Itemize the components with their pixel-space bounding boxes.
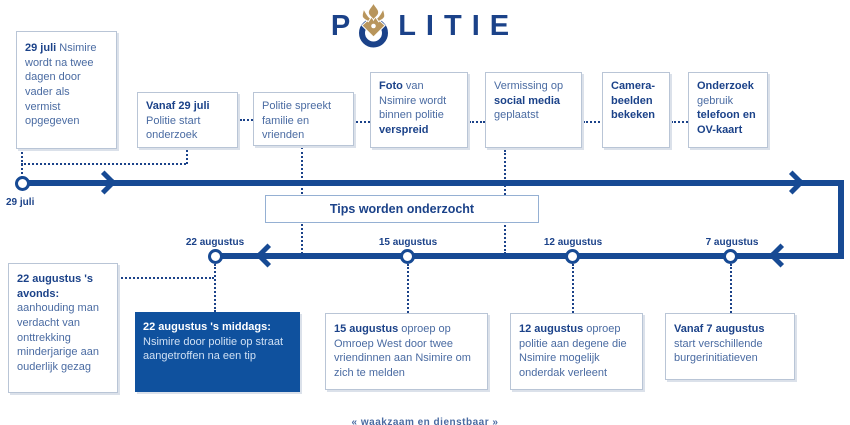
event-box-vanaf-29-juli: Vanaf 29 juli Politie start onderzoek	[137, 92, 238, 148]
arrow-right-icon	[780, 170, 805, 195]
timeline-top-line	[22, 180, 844, 186]
tagline: « waakzaam en dienstbaar »	[351, 417, 499, 425]
connector-box2-box3	[240, 119, 253, 121]
timeline-node-29-juli	[15, 176, 30, 191]
connector-node12-boxD	[572, 264, 574, 313]
connector-box4-box5	[469, 121, 485, 123]
event-box-camerabeelden: Camera-beelden bekeken	[602, 72, 670, 148]
connector-node7-boxE	[730, 264, 732, 313]
politie-flame-icon	[359, 3, 389, 48]
connector-box3-box4	[356, 121, 370, 123]
date-label-29-juli: 29 juli	[6, 197, 35, 208]
date-label-15-aug: 15 augustus	[378, 237, 438, 248]
connector-box5-box6	[583, 121, 600, 123]
event-box-onderzoek-telefoon: Onderzoek gebruik telefoon en OV-kaart	[688, 72, 768, 148]
event-box-foto-verspreid: Foto van Nsimire wordt binnen politie ve…	[370, 72, 468, 148]
connector-box2-elbow	[21, 163, 186, 165]
connector-box6-box7	[671, 121, 688, 123]
event-box-12-aug: 12 augustus oproep politie aan degene di…	[510, 313, 643, 390]
arrow-right-icon	[92, 170, 117, 195]
event-box-politie-spreekt: Politie spreekt familie en vrienden	[253, 92, 354, 146]
timeline-node-12-aug	[565, 249, 580, 264]
event-box-social-media: Vermissing op social media geplaatst	[485, 72, 582, 148]
timeline-node-7-aug	[723, 249, 738, 264]
connector-node22-boxA	[118, 277, 214, 279]
timeline-node-15-aug	[400, 249, 415, 264]
tips-onderzocht-box: Tips worden onderzocht	[265, 195, 539, 223]
connector-box2-down	[186, 147, 188, 164]
event-box-22-aug-avond: 22 augustus 's avonds: aanhouding man ve…	[8, 263, 118, 393]
event-box-22-aug-middag: 22 augustus 's middags: Nsimire door pol…	[135, 312, 300, 392]
timeline-node-22-aug	[208, 249, 223, 264]
event-box-7-aug: Vanaf 7 augustus start verschillende bur…	[665, 313, 795, 380]
date-label-22-aug: 22 augustus	[185, 237, 245, 248]
event-box-29-juli: 29 juli Nsimire wordt na twee dagen door…	[16, 31, 117, 149]
date-label-12-aug: 12 augustus	[543, 237, 603, 248]
event-box-15-aug: 15 augustus oproep op Omroep West door t…	[325, 313, 488, 390]
connector-node15-boxC	[407, 264, 409, 313]
politie-logo: P LITIE	[0, 0, 850, 52]
connector-node22-boxB	[214, 264, 216, 312]
logo-letter-p: P	[330, 9, 351, 42]
timeline-bottom-line	[215, 253, 844, 259]
timeline-right-line	[838, 180, 844, 259]
logo-letters-litie: LITIE	[398, 9, 520, 42]
date-label-7-aug: 7 augustus	[705, 237, 759, 248]
